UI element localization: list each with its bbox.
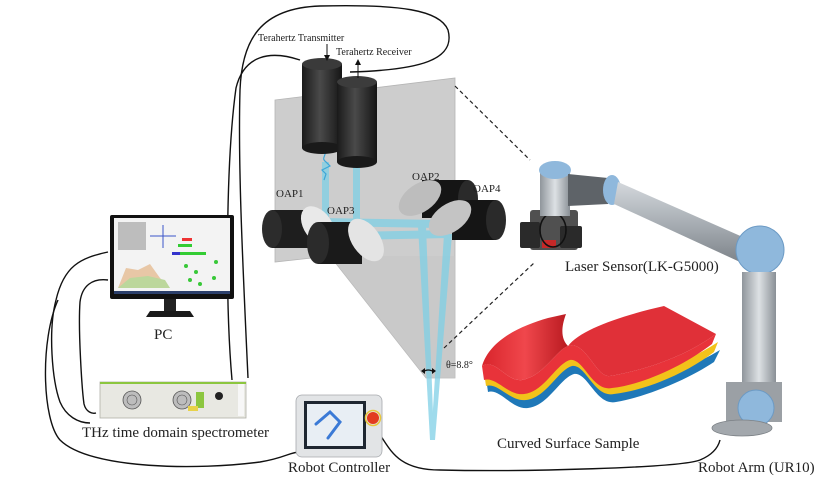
angle-label: θ=8.8° xyxy=(446,360,473,371)
pc-monitor xyxy=(110,215,234,317)
robot-arm xyxy=(539,161,785,437)
thz-spectrometer xyxy=(99,381,247,419)
terahertz-receiver xyxy=(337,76,377,168)
cable-pc-to-spectrometer-1 xyxy=(50,251,109,424)
transmitter-label: Terahertz Transmitter xyxy=(258,33,345,44)
sample-layer-blue xyxy=(486,350,720,409)
cable-controller-to-robot xyxy=(377,431,721,472)
angle-arrow-left xyxy=(421,368,425,374)
cable-transmitter-loop xyxy=(238,4,450,379)
terahertz-transmitter xyxy=(302,58,342,154)
oap3-label: OAP3 xyxy=(327,205,355,217)
cable-transmitter-to-spectrometer xyxy=(226,54,301,381)
oap3-mirror xyxy=(307,218,384,264)
zoom-callout-lines xyxy=(443,85,536,349)
oap1-label: OAP1 xyxy=(276,188,304,200)
spectrometer-label: THz time domain spectrometer xyxy=(82,425,270,441)
sample-layer-red xyxy=(482,334,716,395)
robot-arm-label: Robot Arm (UR10) xyxy=(698,460,815,476)
angle-arrow-right xyxy=(432,368,436,374)
pc-label: PC xyxy=(154,327,173,343)
laser-sensor-label: Laser Sensor(LK-G5000) xyxy=(565,259,719,275)
cables xyxy=(44,4,721,472)
receiver-label: Terahertz Receiver xyxy=(336,47,412,58)
sample-layer-yellow xyxy=(484,342,718,401)
oap4-label: OAP4 xyxy=(473,183,501,195)
controller-label: Robot Controller xyxy=(288,460,391,476)
cable-pc-to-controller xyxy=(44,299,301,468)
sample-top-surface xyxy=(482,314,568,381)
sample-label: Curved Surface Sample xyxy=(497,436,640,452)
oap2-label: OAP2 xyxy=(412,171,440,183)
cable-pc-to-spectrometer-2 xyxy=(78,279,109,414)
robot-controller xyxy=(295,394,383,458)
curved-surface-sample xyxy=(482,306,720,409)
oap4-mirror xyxy=(428,200,506,240)
